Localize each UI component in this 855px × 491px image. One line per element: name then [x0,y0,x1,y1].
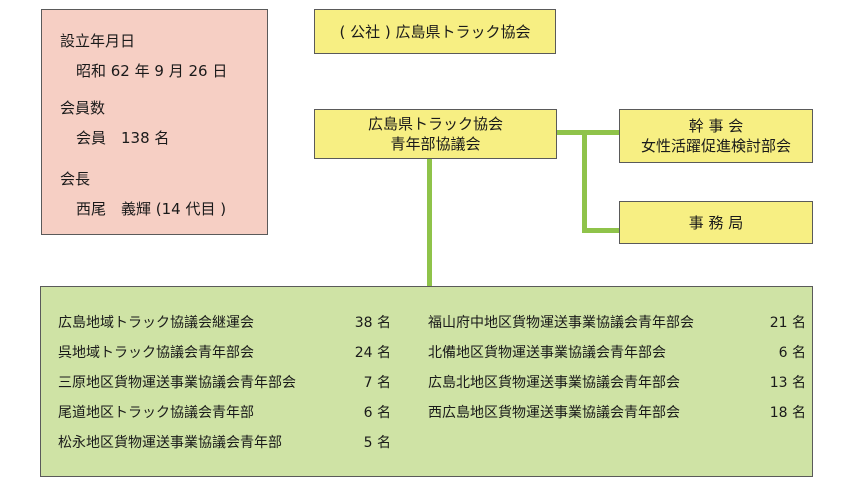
connector-vertical-branch [582,130,587,233]
youth-council-box: 広島県トラック協会 青年部協議会 [314,109,557,159]
youth-council-line1: 広島県トラック協会 [367,115,503,133]
member-group-count: 7 名 [363,375,391,391]
secretariat-label: 事 務 局 [688,214,744,232]
member-group-count: 6 名 [363,405,391,421]
member-group-count: 5 名 [363,435,391,451]
member-group-count: 38 名 [354,315,391,331]
members-value: 会員 138 名 [76,129,170,147]
association-info-box: 設立年月日 昭和 62 年 9 月 26 日 会員数 会員 138 名 会長 西… [41,9,268,235]
parent-organization-name: ( 公社 ) 広島県トラック協会 [339,23,531,41]
member-group-count: 13 名 [769,375,806,391]
member-groups-box: 広島地域トラック協議会継運会 38 名 呉地域トラック協議会青年部会 24 名 … [40,286,813,477]
member-group-name: 三原地区貨物運送事業協議会青年部会 [58,375,296,391]
member-group-name: 西広島地区貨物運送事業協議会青年部会 [428,405,680,421]
member-group-name: 尾道地区トラック協議会青年部 [58,405,254,421]
connector-council-committee [557,130,619,135]
founded-label: 設立年月日 [60,32,136,50]
parent-organization-box: ( 公社 ) 広島県トラック協会 [314,9,556,54]
member-group-name: 広島北地区貨物運送事業協議会青年部会 [428,375,680,391]
youth-council-line2: 青年部協議会 [390,135,481,153]
connector-council-members [427,159,432,286]
members-label: 会員数 [60,99,106,117]
member-group-name: 福山府中地区貨物運送事業協議会青年部会 [428,315,694,331]
connector-secretariat [582,228,619,233]
member-group-count: 21 名 [769,315,806,331]
member-group-count: 6 名 [778,345,806,361]
committee-box: 幹 事 会 女性活躍促進検討部会 [619,109,813,163]
chair-label: 会長 [60,170,91,188]
member-group-count: 24 名 [354,345,391,361]
committee-line1: 幹 事 会 [688,117,744,135]
member-group-name: 広島地域トラック協議会継運会 [58,315,254,331]
member-group-name: 松永地区貨物運送事業協議会青年部 [58,435,282,451]
member-group-count: 18 名 [769,405,806,421]
founded-value: 昭和 62 年 9 月 26 日 [76,62,228,80]
committee-line2: 女性活躍促進検討部会 [640,137,791,155]
chair-value: 西尾 義輝 (14 代目 ) [76,200,227,218]
member-group-name: 呉地域トラック協議会青年部会 [58,345,254,361]
member-group-name: 北備地区貨物運送事業協議会青年部会 [428,345,666,361]
secretariat-box: 事 務 局 [619,201,813,244]
